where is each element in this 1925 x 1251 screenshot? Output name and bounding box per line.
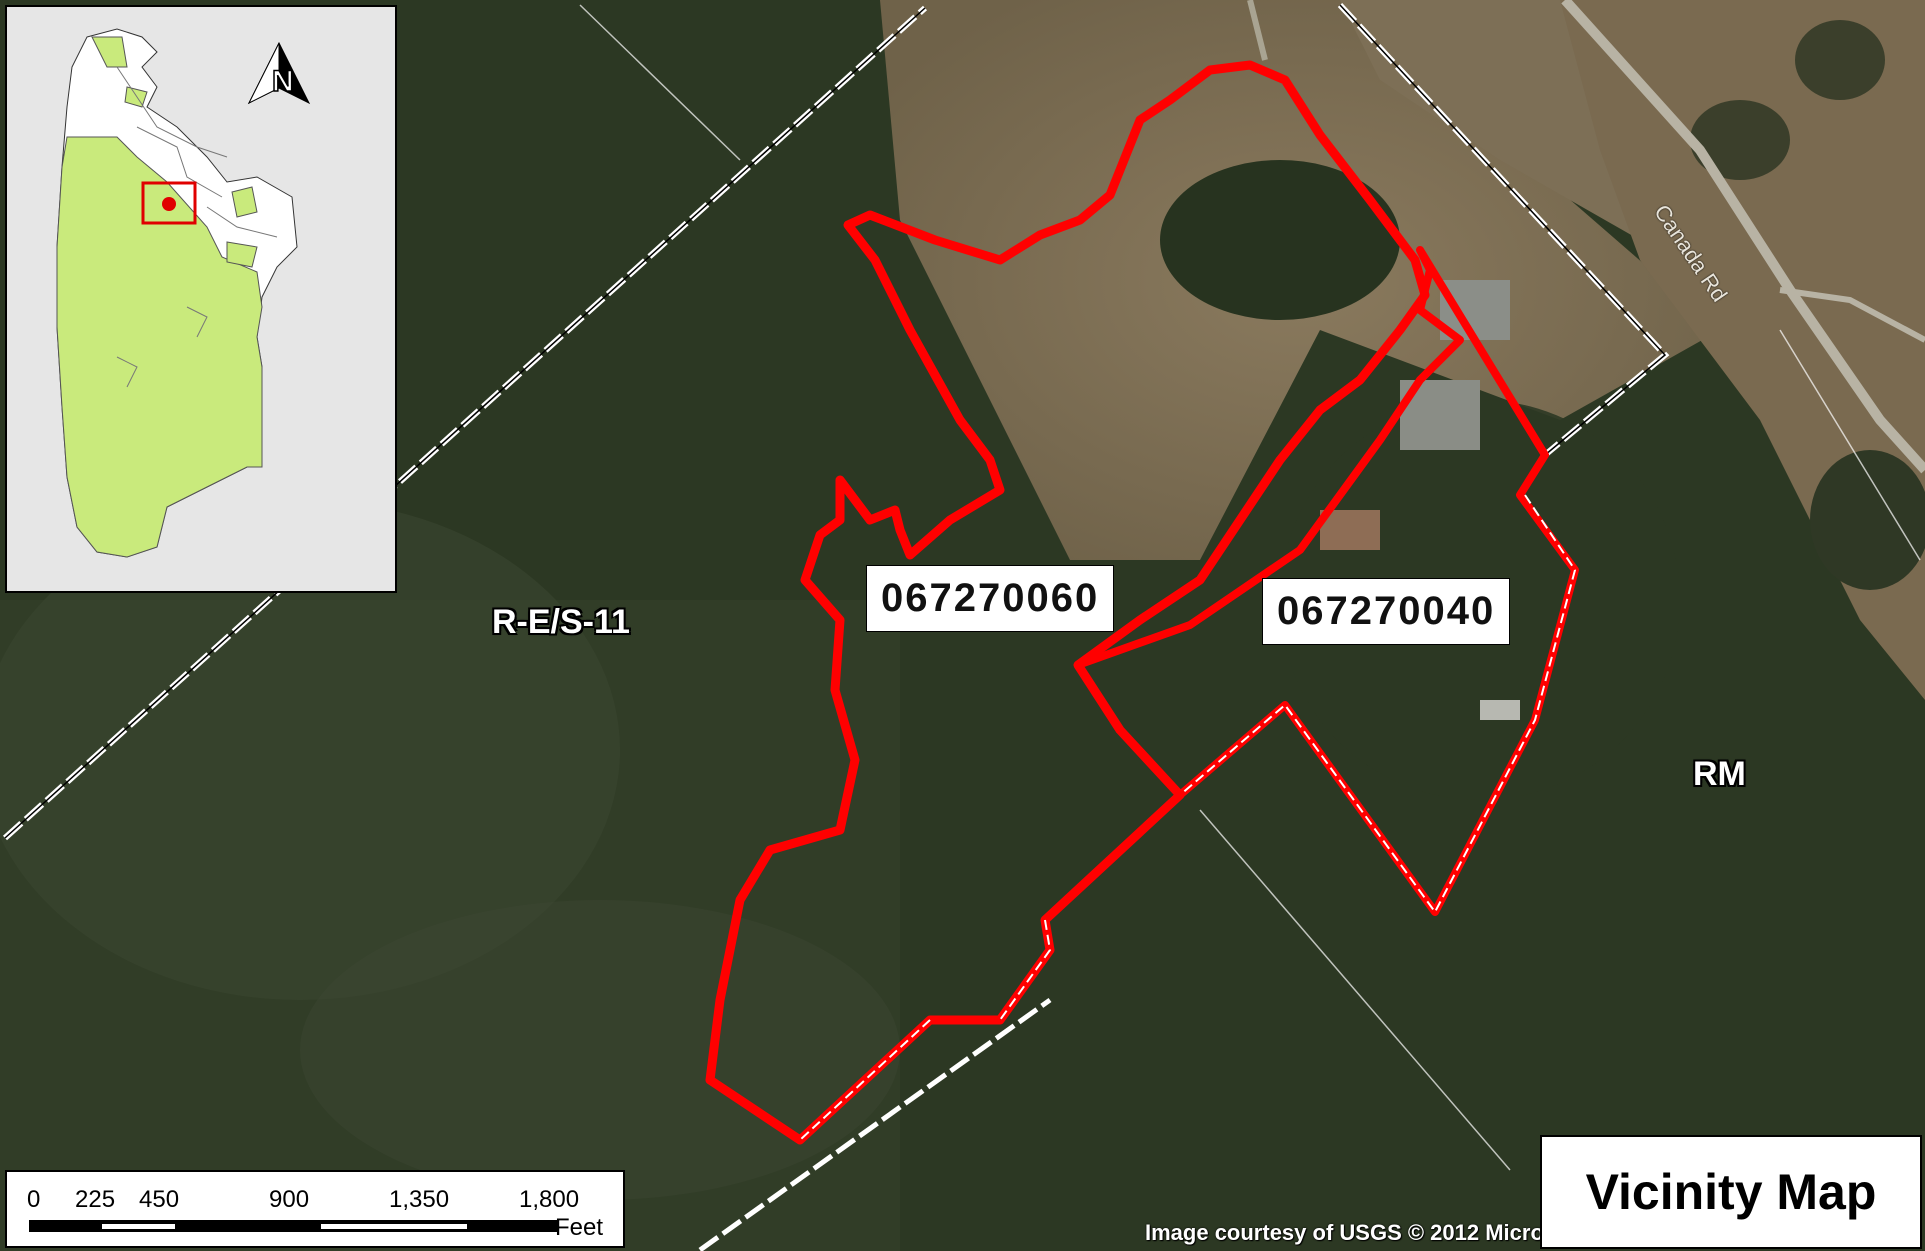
scale-bar-segments bbox=[29, 1220, 559, 1232]
scale-tick: 0 bbox=[27, 1186, 41, 1213]
scale-tick: 450 bbox=[139, 1186, 180, 1213]
scale-tick: 1,800 bbox=[519, 1186, 580, 1213]
scale-tick: 1,350 bbox=[389, 1186, 450, 1213]
scale-bar: 0 225 450 900 1,350 1,800 Feet bbox=[5, 1170, 625, 1248]
tree-grove bbox=[1160, 160, 1400, 320]
scale-tick: 225 bbox=[75, 1186, 116, 1213]
map-title: Vicinity Map bbox=[1540, 1135, 1922, 1249]
locator-inset-map[interactable]: N bbox=[5, 5, 397, 593]
green-area bbox=[56, 136, 263, 558]
scale-unit: Feet bbox=[555, 1214, 604, 1241]
parcel-label-067270040[interactable]: 067270040 bbox=[1262, 578, 1511, 645]
north-arrow-icon: N bbox=[247, 41, 311, 105]
image-credit: Image courtesy of USGS © 2012 Microso bbox=[1145, 1220, 1540, 1245]
zone-label-rm: RM bbox=[1693, 755, 1746, 793]
svg-text:N: N bbox=[272, 65, 294, 98]
parcel-label-067270060[interactable]: 067270060 bbox=[866, 565, 1115, 632]
scale-tick: 900 bbox=[269, 1186, 310, 1213]
zone-label-res: R-E/S-11 bbox=[492, 603, 630, 641]
locator-frame bbox=[141, 181, 197, 225]
location-marker-icon bbox=[162, 197, 176, 211]
